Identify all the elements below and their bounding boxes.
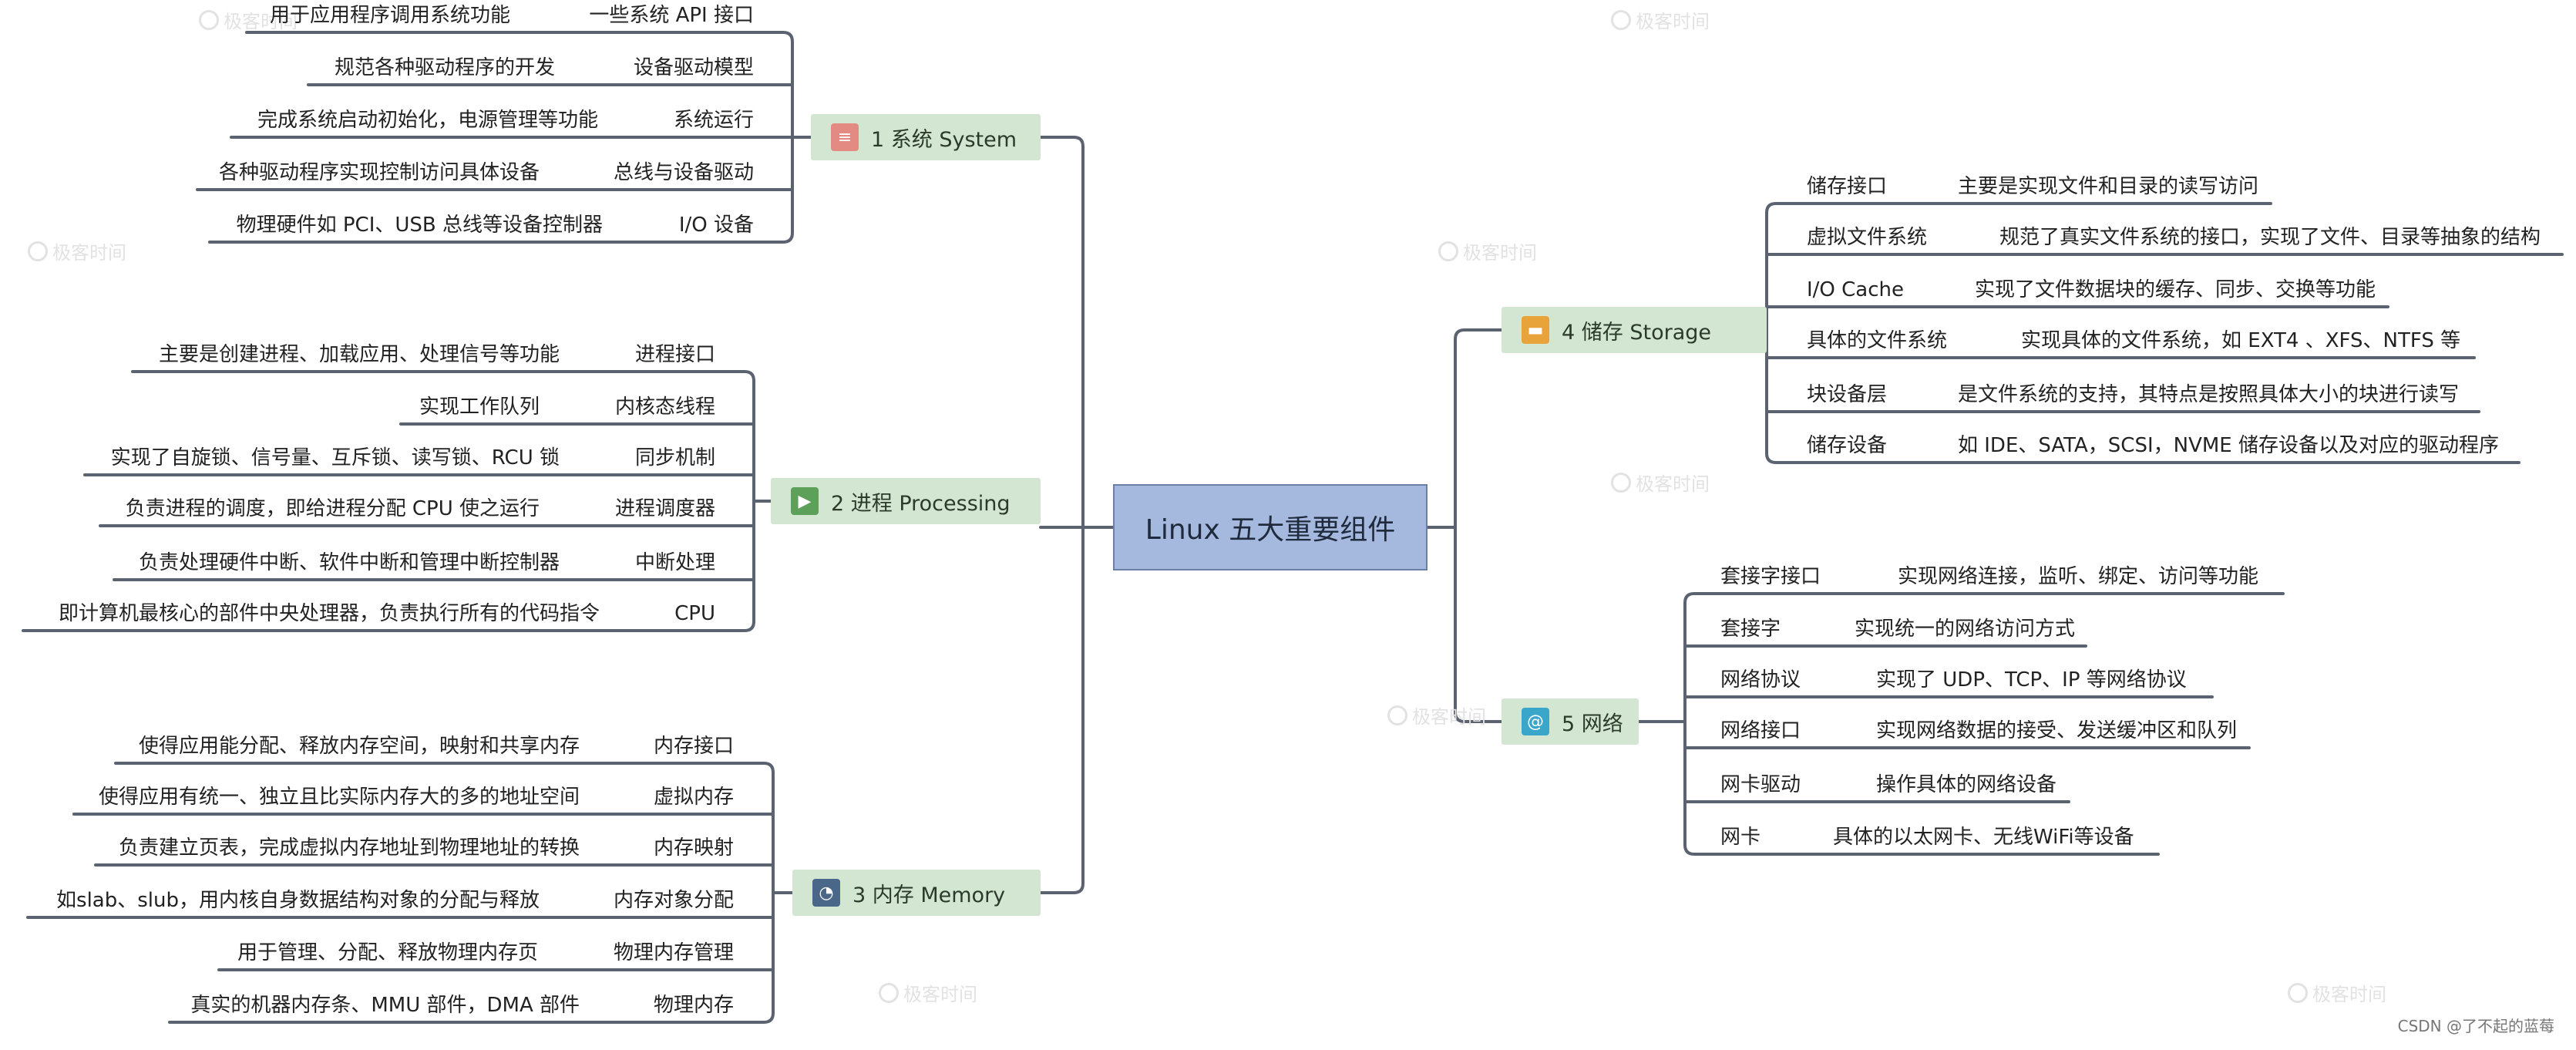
subtopic-name[interactable]: 储存接口 bbox=[1807, 175, 1888, 198]
subtopic-detail[interactable]: 实现了文件数据块的缓存、同步、交换等功能 bbox=[1975, 278, 2376, 301]
subtopic-detail[interactable]: 负责建立页表，完成虚拟内存地址到物理地址的转换 bbox=[118, 836, 580, 860]
branch-topic[interactable]: @5 网络 bbox=[1502, 698, 1639, 745]
watermark: 极客时间 bbox=[879, 979, 977, 1006]
watermark: 极客时间 bbox=[2288, 979, 2386, 1006]
branch-label: 5 网络 bbox=[1562, 712, 1623, 736]
subtopic-detail[interactable]: 实现具体的文件系统，如 EXT4 、XFS、NTFS 等 bbox=[2021, 329, 2461, 352]
subtopic-detail[interactable]: 负责处理硬件中断、软件中断和管理中断控制器 bbox=[138, 551, 560, 574]
branch-topic[interactable]: ≡ 1 系统 System bbox=[811, 114, 1041, 160]
watermark: 极客时间 bbox=[199, 6, 298, 33]
subtopic-name[interactable]: 具体的文件系统 bbox=[1807, 329, 1948, 352]
subtopic-name[interactable]: 网络协议 bbox=[1720, 668, 1801, 692]
branch-label: 2 进程 Processing bbox=[831, 491, 1011, 516]
subtopic-detail[interactable]: 即计算机最核心的部件中央处理器，负责执行所有的代码指令 bbox=[58, 602, 600, 625]
subtopic-name[interactable]: 内存映射 bbox=[653, 836, 734, 860]
subtopic-name[interactable]: 网卡驱动 bbox=[1720, 773, 1801, 796]
branch-topic[interactable]: ▶ 2 进程 Processing bbox=[771, 478, 1041, 524]
subtopic-detail[interactable]: 如slab、slub，用内核自身数据结构对象的分配与释放 bbox=[56, 889, 540, 912]
subtopic-detail[interactable]: 实现了 UDP、TCP、IP 等网络协议 bbox=[1876, 668, 2187, 692]
subtopic-detail[interactable]: 是文件系统的支持，其特点是按照具体大小的块进行读写 bbox=[1958, 383, 2460, 406]
subtopic-name[interactable]: 套接字 bbox=[1720, 618, 1781, 641]
branch-label: 1 系统 System bbox=[871, 127, 1017, 152]
subtopic-name[interactable]: 进程调度器 bbox=[614, 497, 715, 520]
subtopic-name[interactable]: 套接字接口 bbox=[1720, 565, 1821, 588]
subtopic-name[interactable]: 物理内存管理 bbox=[613, 941, 734, 964]
subtopic-name[interactable]: 系统运行 bbox=[673, 109, 754, 132]
subtopic-name[interactable]: 中断处理 bbox=[634, 551, 715, 574]
subtopic-detail[interactable]: 实现了自旋锁、信号量、互斥锁、读写锁、RCU 锁 bbox=[110, 446, 560, 469]
subtopic-name[interactable]: 内存对象分配 bbox=[613, 889, 734, 912]
subtopic-name[interactable]: 储存设备 bbox=[1807, 434, 1888, 457]
folder-icon: ▬ bbox=[1522, 316, 1549, 344]
subtopic-detail[interactable]: 用于应用程序调用系统功能 bbox=[269, 4, 510, 27]
subtopic-name[interactable]: 网络接口 bbox=[1720, 719, 1801, 742]
subtopic-detail[interactable]: 使得应用有统一、独立且比实际内存大的多的地址空间 bbox=[98, 786, 580, 809]
watermark: 极客时间 bbox=[1438, 237, 1537, 264]
stack-icon: ≡ bbox=[831, 123, 859, 151]
subtopic-name[interactable]: 一些系统 API 接口 bbox=[589, 4, 754, 27]
subtopic-detail[interactable]: 主要是实现文件和目录的读写访问 bbox=[1958, 175, 2259, 198]
subtopic-detail[interactable]: 实现工作队列 bbox=[419, 395, 540, 419]
subtopic-detail[interactable]: 操作具体的网络设备 bbox=[1876, 773, 2057, 796]
subtopic-name[interactable]: 同步机制 bbox=[634, 446, 715, 469]
subtopic-name[interactable]: I/O 设备 bbox=[678, 214, 754, 237]
branch-topic[interactable]: ▬ 4 储存 Storage bbox=[1502, 307, 1767, 353]
pie-chart-icon: ◔ bbox=[812, 879, 840, 907]
subtopic-name[interactable]: 块设备层 bbox=[1807, 383, 1888, 406]
watermark: 极客时间 bbox=[1387, 702, 1486, 729]
subtopic-detail[interactable]: 规范各种驱动程序的开发 bbox=[334, 56, 555, 79]
branch-label: 4 储存 Storage bbox=[1562, 320, 1711, 345]
subtopic-detail[interactable]: 用于管理、分配、释放物理内存页 bbox=[237, 941, 538, 964]
subtopic-detail[interactable]: 实现统一的网络访问方式 bbox=[1855, 618, 2076, 641]
footer-credit: CSDN @了不起的蓝莓 bbox=[2397, 1017, 2554, 1035]
branch-label: 3 内存 Memory bbox=[853, 883, 1006, 907]
at-icon: @ bbox=[1522, 708, 1549, 735]
branch-topic[interactable]: ◔ 3 内存 Memory bbox=[792, 870, 1041, 916]
subtopic-detail[interactable]: 物理硬件如 PCI、USB 总线等设备控制器 bbox=[236, 214, 603, 237]
subtopic-name[interactable]: 总线与设备驱动 bbox=[613, 161, 754, 184]
subtopic-detail[interactable]: 负责进程的调度，即给进程分配 CPU 使之运行 bbox=[125, 497, 540, 520]
subtopic-name[interactable]: 进程接口 bbox=[634, 343, 715, 366]
subtopic-name[interactable]: 物理内存 bbox=[653, 994, 734, 1017]
subtopic-name[interactable]: 内存接口 bbox=[653, 735, 734, 758]
subtopic-detail[interactable]: 具体的以太网卡、无线WiFi等设备 bbox=[1833, 826, 2134, 849]
watermark: 极客时间 bbox=[1611, 469, 1710, 496]
subtopic-name[interactable]: 设备驱动模型 bbox=[633, 56, 754, 79]
central-topic[interactable]: Linux 五大重要组件 bbox=[1113, 484, 1428, 570]
subtopic-detail[interactable]: 各种驱动程序实现控制访问具体设备 bbox=[218, 161, 540, 184]
subtopic-detail[interactable]: 完成系统启动初始化，电源管理等功能 bbox=[257, 109, 598, 132]
subtopic-name[interactable]: 网卡 bbox=[1720, 826, 1761, 849]
subtopic-detail[interactable]: 实现网络连接，监听、绑定、访问等功能 bbox=[1898, 565, 2259, 588]
subtopic-name[interactable]: CPU bbox=[674, 602, 715, 625]
watermark: 极客时间 bbox=[1611, 6, 1710, 33]
subtopic-detail[interactable]: 真实的机器内存条、MMU 部件，DMA 部件 bbox=[190, 994, 580, 1017]
subtopic-name[interactable]: 内核态线程 bbox=[614, 395, 715, 419]
subtopic-name[interactable]: I/O Cache bbox=[1807, 278, 1905, 301]
subtopic-detail[interactable]: 主要是创建进程、加载应用、处理信号等功能 bbox=[158, 343, 560, 366]
subtopic-name[interactable]: 虚拟内存 bbox=[653, 786, 734, 809]
subtopic-detail[interactable]: 如 IDE、SATA，SCSI，NVME 储存设备以及对应的驱动程序 bbox=[1958, 434, 2499, 457]
subtopic-detail[interactable]: 实现网络数据的接受、发送缓冲区和队列 bbox=[1876, 719, 2238, 742]
watermark: 极客时间 bbox=[28, 237, 126, 264]
subtopic-detail[interactable]: 使得应用能分配、释放内存空间，映射和共享内存 bbox=[138, 735, 580, 758]
subtopic-name[interactable]: 虚拟文件系统 bbox=[1807, 226, 1928, 249]
subtopic-detail[interactable]: 规范了真实文件系统的接口，实现了文件、目录等抽象的结构 bbox=[1999, 226, 2541, 249]
play-icon: ▶ bbox=[791, 487, 819, 515]
